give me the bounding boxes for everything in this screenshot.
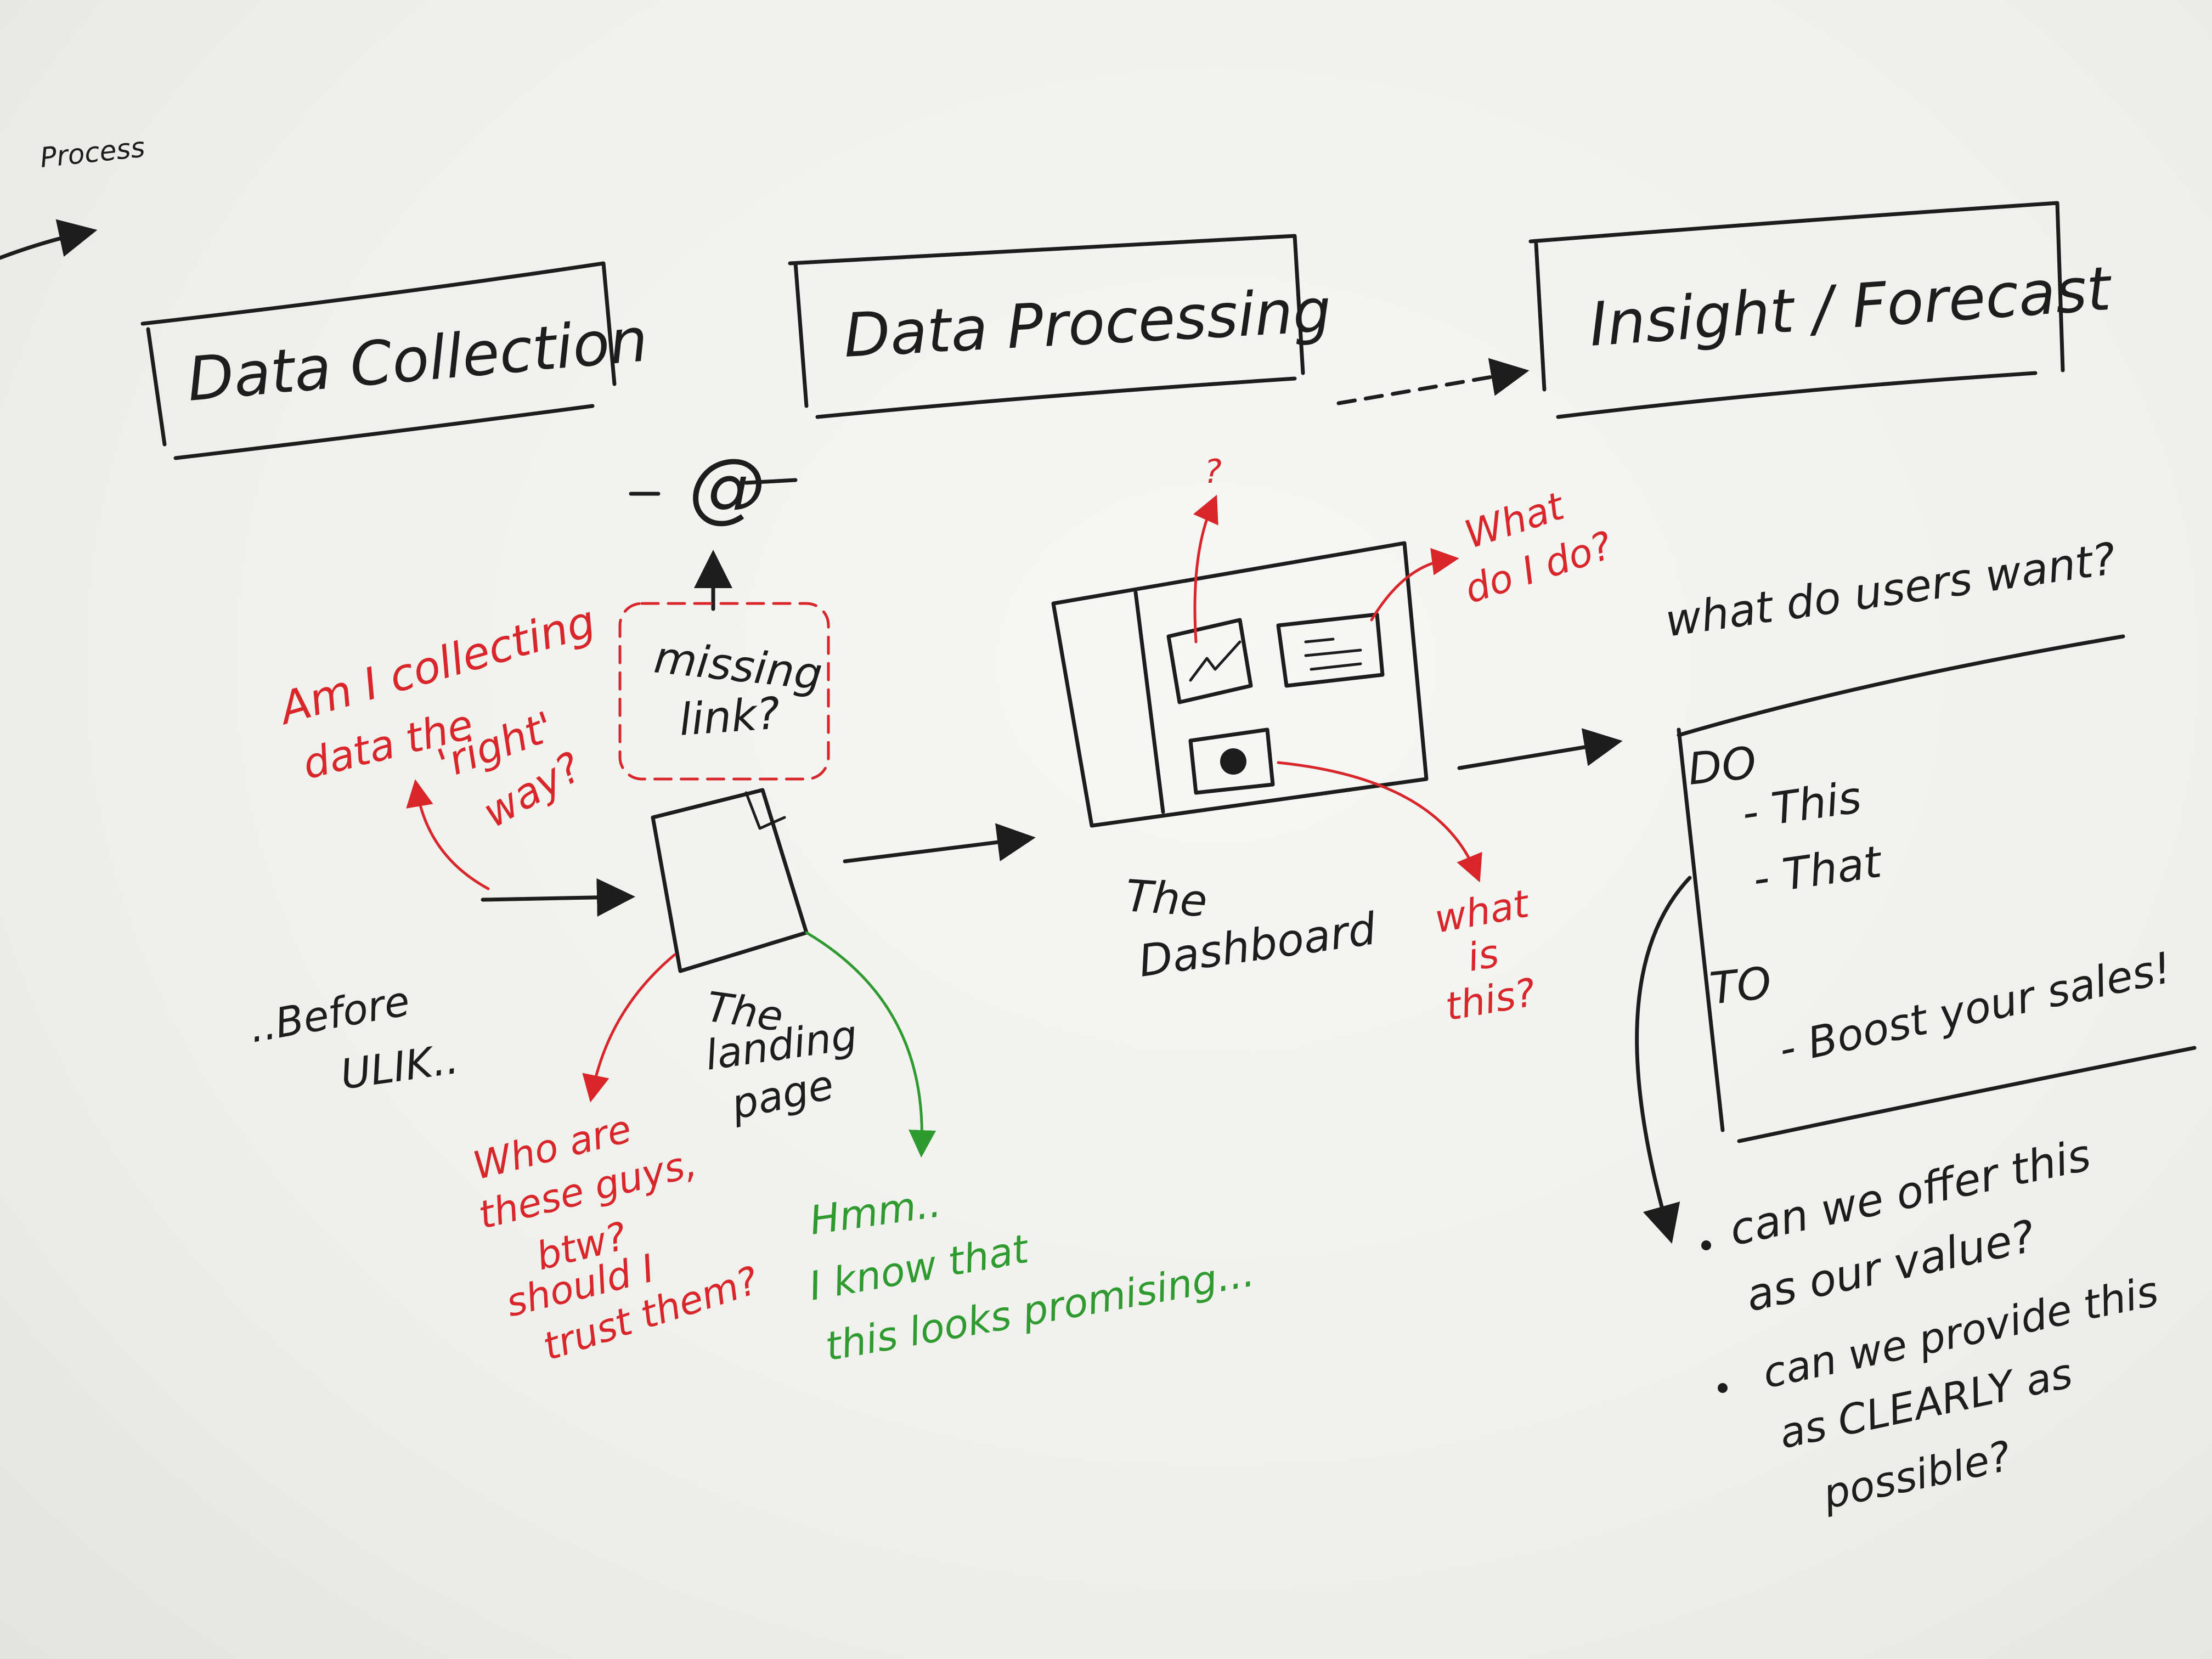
before-ulik-line2: ULIK..: [337, 1035, 461, 1099]
hmm-note: Hmm.. I know that this looks promising..…: [805, 1180, 1257, 1370]
stage-label-data-collection: Data Collection: [184, 304, 651, 415]
green-arrow-hmm: [805, 931, 936, 1158]
todo-do-item-2: - That: [1750, 836, 1886, 905]
missing-link-symbol: @: [689, 442, 765, 532]
missing-link-line2: link?: [678, 687, 782, 746]
arrow-todo-to-bullets: [1635, 876, 1692, 1244]
dashboard-sketch: The Dashboard ? What do I do? what is th…: [1051, 453, 1618, 1030]
stage-data-collection: Data Collection: [140, 261, 651, 460]
before-ulik-line1: ..Before: [246, 977, 413, 1052]
landing-line1: The: [703, 983, 786, 1041]
missing-link: @ missing link?: [618, 442, 830, 781]
landing-page-doc: The landing page: [481, 788, 936, 1158]
dashboard-note-top: ?: [1204, 453, 1222, 491]
todo-to-item-1: - Boost your sales!: [1775, 943, 2176, 1074]
users-want-question: what do users want?: [1662, 533, 2119, 647]
dashboard-note-whatis2: is: [1464, 930, 1502, 980]
todo-to-label: TO: [1707, 957, 1774, 1014]
missing-link-line1: missing: [652, 631, 825, 700]
bullet-questions: can we offer this as our value? can we p…: [1701, 1129, 2163, 1519]
stage-data-processing: Data Processing: [788, 234, 1333, 419]
red-arrow-to-collecting: [406, 779, 490, 890]
dashboard-note-whatis3: this?: [1442, 969, 1539, 1029]
hmm-line1: Hmm..: [807, 1180, 944, 1244]
stage-insight-forecast: Insight / Forecast: [1528, 201, 2115, 419]
dashed-arrow-processing-to-insight: [1336, 358, 1530, 405]
stage-label-insight-forecast: Insight / Forecast: [1587, 253, 2115, 360]
question-who: Who are these guys, btw? should I trust …: [469, 1106, 764, 1369]
dashboard-line1: The: [1124, 870, 1209, 927]
missing-link-dashed-box: [618, 602, 830, 781]
stage-label-data-processing: Data Processing: [842, 275, 1333, 371]
arrow-landing-to-dashboard: [843, 823, 1036, 864]
todo-card: DO - This - That TO - Boost your sales!: [1635, 634, 2197, 1244]
arrow-dashboard-to-todo: [1457, 728, 1623, 770]
todo-do-label: DO: [1685, 737, 1759, 795]
process-label: Process: [38, 131, 146, 174]
process-arrow: [0, 219, 98, 260]
question-collecting: Am I collecting data the 'right' way?: [272, 595, 601, 890]
red-arrow-who-are: [582, 953, 676, 1103]
